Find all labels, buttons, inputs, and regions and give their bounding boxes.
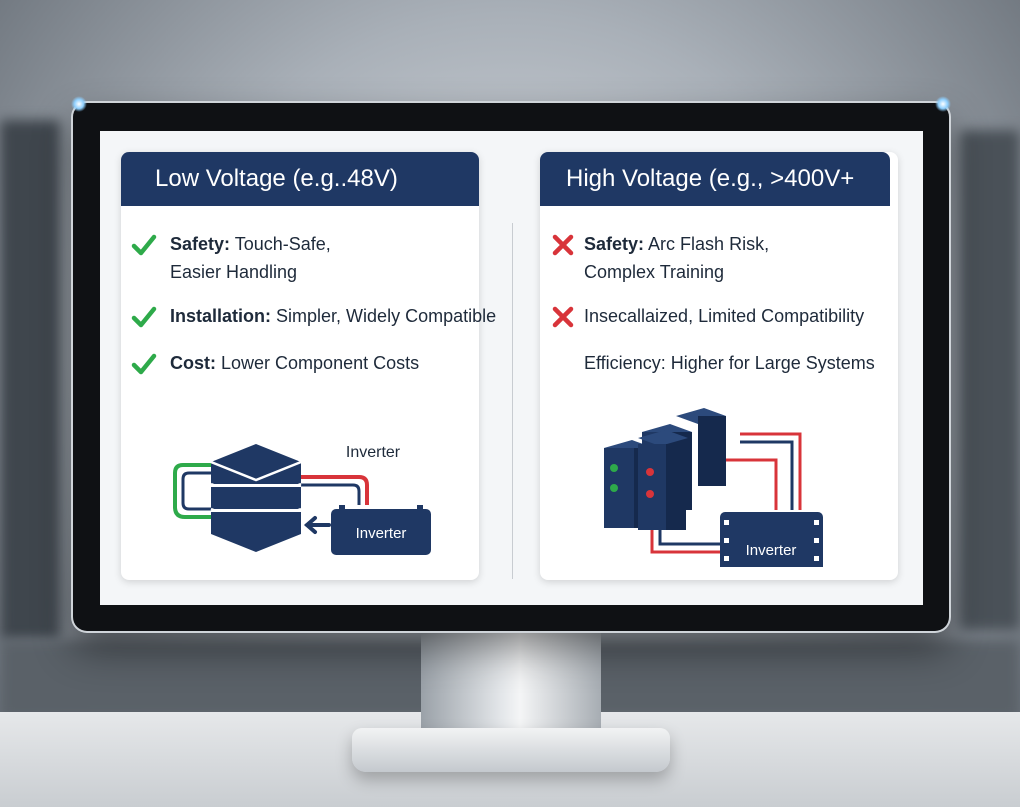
item-text: Lower Component Costs <box>221 353 420 373</box>
item-label: Safety: <box>170 234 231 254</box>
arrow-left-icon <box>303 516 331 534</box>
low-voltage-card: Low Voltage (e.g..48V) Safety: Touch-Saf… <box>121 152 496 580</box>
monitor-screen: Low Voltage (e.g..48V) Safety: Touch-Saf… <box>100 131 923 605</box>
check-icon <box>131 234 157 256</box>
inverter-box-label: Inverter <box>746 542 797 559</box>
cross-icon <box>552 234 574 256</box>
monitor-glow-left <box>71 96 87 112</box>
green-wire-inner <box>181 471 213 511</box>
background-panel-right <box>960 130 1020 630</box>
item-text-2: Easier Handling <box>170 262 298 282</box>
inverter-caption: Inverter <box>346 444 401 461</box>
inverter-box <box>720 512 823 567</box>
item-text: Efficiency: Higher for Large Systems <box>584 353 875 373</box>
cross-icon <box>552 306 574 328</box>
low-voltage-diagram: Inverter Inverter <box>173 444 431 555</box>
battery-stack-icon <box>210 444 302 552</box>
red-wire-top <box>740 432 802 510</box>
check-icon <box>131 353 157 375</box>
item-text: Arc Flash Risk, <box>648 234 770 254</box>
high-voltage-card: High Voltage (e.g., >400V+ Safety: Arc F… <box>540 152 898 580</box>
inverter-box <box>331 509 431 555</box>
panel-divider <box>512 223 513 579</box>
high-voltage-diagram: Inverter <box>604 408 823 567</box>
battery-modules-icon <box>604 408 726 530</box>
red-wire <box>301 475 369 505</box>
red-indicator <box>646 468 654 476</box>
monitor: Low Voltage (e.g..48V) Safety: Touch-Saf… <box>71 96 951 631</box>
item-label: Cost: <box>170 353 216 373</box>
item-label: Safety: <box>584 234 645 254</box>
monitor-glow-right <box>935 96 951 112</box>
monitor-stand-neck <box>421 630 601 730</box>
item-text: Simpler, Widely Compatible <box>276 306 497 326</box>
item-label: Installation: <box>170 306 272 326</box>
red-wire-mid <box>720 458 778 510</box>
red-wire-inner <box>301 483 361 505</box>
red-indicator <box>646 490 654 498</box>
green-wire <box>173 463 213 519</box>
check-icon <box>131 306 157 328</box>
monitor-stand-base <box>352 728 670 772</box>
item-text: Touch-Safe, <box>234 234 331 254</box>
item-text-2: Complex Training <box>584 262 725 282</box>
high-voltage-title: High Voltage (e.g., >400V+ <box>540 152 890 206</box>
item-text: Insecallaized, Limited Compatibility <box>584 306 865 326</box>
green-indicator <box>610 484 618 492</box>
low-voltage-title: Low Voltage (e.g..48V) <box>121 152 479 206</box>
navy-wire-top <box>740 440 794 510</box>
green-indicator <box>610 464 618 472</box>
inverter-box-label: Inverter <box>356 525 407 542</box>
background-panel-left <box>0 120 60 640</box>
